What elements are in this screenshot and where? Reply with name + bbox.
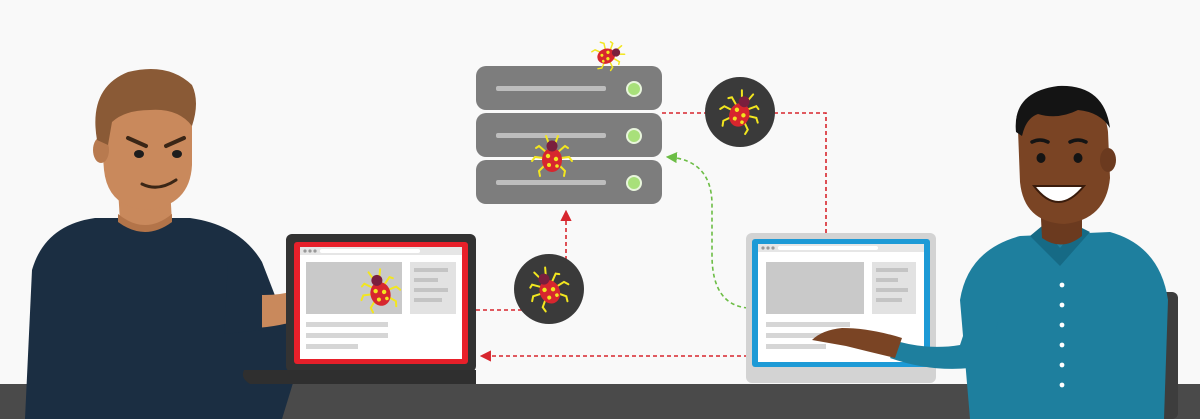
attack-arrow-down: [662, 112, 832, 291]
bug-badge-upper: [705, 77, 775, 147]
web-server: [476, 66, 662, 204]
victim-person: [812, 85, 1178, 419]
attack-arrow-up: [476, 209, 572, 311]
request-arrow: [665, 152, 749, 309]
bug-badge-lower: [514, 254, 584, 324]
